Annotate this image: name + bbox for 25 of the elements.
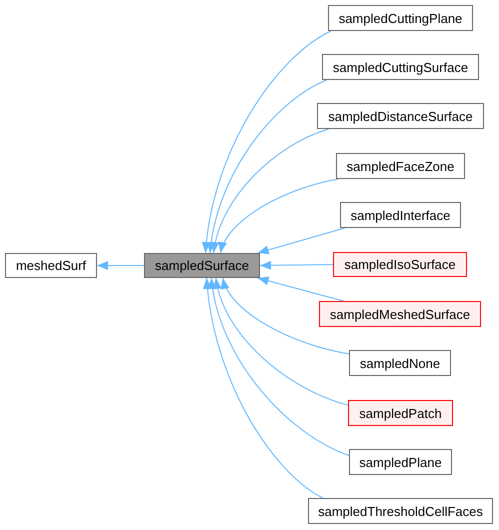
inheritance-arrow <box>96 261 144 270</box>
class-box: sampledMeshedSurface <box>319 301 481 327</box>
inheritance-arrow <box>203 278 324 498</box>
inheritance-arrow <box>208 278 350 456</box>
class-box: sampledIsoSurface <box>333 252 467 277</box>
inheritance-arrow <box>214 278 348 406</box>
class-box: meshedSurf <box>5 253 97 278</box>
class-box: sampledPlane <box>349 449 452 475</box>
class-box: sampledDistanceSurface <box>317 103 484 129</box>
inheritance-arrow <box>260 260 334 270</box>
inheritance-arrow <box>211 128 330 254</box>
class-box: sampledPatch <box>348 400 453 426</box>
class-box: sampledCuttingPlane <box>328 5 473 31</box>
class-box: sampledInterface <box>340 202 461 228</box>
inheritance-arrow <box>220 178 340 254</box>
inheritance-arrow <box>202 30 332 254</box>
inheritance-arrow <box>222 278 350 354</box>
inheritance-arrow <box>257 228 346 254</box>
class-box: sampledCuttingSurface <box>322 54 479 80</box>
class-box: sampledNone <box>349 350 451 376</box>
inheritance-arrow <box>207 80 328 254</box>
class-box: sampledFaceZone <box>336 153 465 179</box>
inheritance-arrow <box>257 276 344 302</box>
class-box: sampledSurface <box>144 253 260 278</box>
class-box: sampledThresholdCellFaces <box>308 498 493 524</box>
